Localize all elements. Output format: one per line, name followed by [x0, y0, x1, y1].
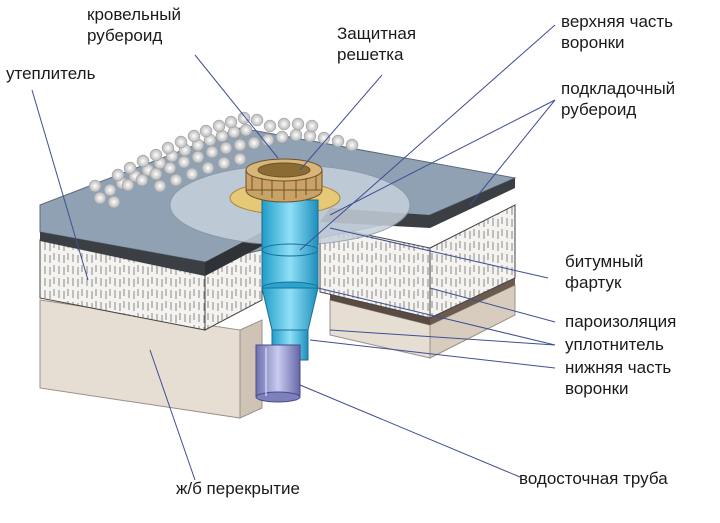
leader-underlay-2: [469, 99, 556, 206]
leader-lines: [31, 24, 556, 481]
leader-funnel-bottom: [309, 339, 556, 369]
leader-funnel-top: [299, 24, 556, 251]
leader-sealant-2: [329, 329, 556, 346]
label-bitumen-apron: битумный фартук: [565, 252, 644, 292]
leader-bitumen-apron: [329, 227, 549, 279]
label-funnel-bottom: нижняя часть воронки: [565, 358, 672, 398]
label-roofing-felt: кровельный рубероид: [87, 5, 181, 45]
label-protective-grate: Защитная решетка: [337, 24, 417, 64]
label-funnel-top: верхняя часть воронки: [561, 12, 674, 52]
label-vapor-barrier: пароизоляция: [565, 312, 677, 331]
drain-pipe: [255, 344, 301, 403]
leader-protective-grate: [299, 74, 383, 171]
label-underlay-felt: подкладочный рубероид: [561, 79, 676, 119]
protective-grate: [245, 158, 323, 203]
label-drain-pipe: водосточная труба: [519, 469, 668, 488]
label-insulation: утеплитель: [6, 64, 96, 83]
label-sealant: уплотнитель: [565, 335, 664, 354]
leader-vapor-barrier: [429, 287, 556, 323]
gravel: [88, 111, 359, 209]
leader-roofing-felt: [194, 54, 279, 159]
leader-insulation: [31, 89, 89, 281]
leader-underlay-1: [329, 99, 556, 216]
label-concrete-slab: ж/б перекрытие: [176, 479, 300, 498]
leader-concrete-slab: [149, 349, 196, 481]
leader-sealant-1: [317, 287, 556, 346]
leader-drain-pipe: [299, 384, 521, 478]
